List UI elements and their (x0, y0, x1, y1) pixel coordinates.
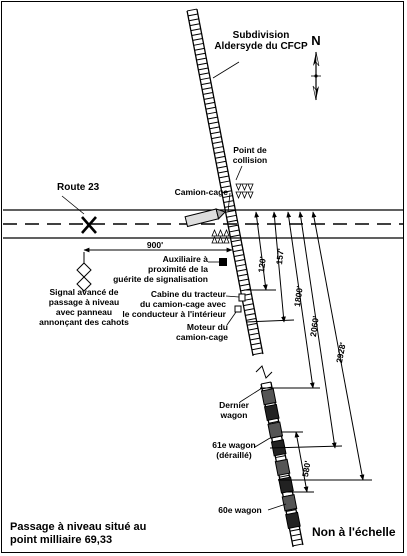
collision-point-label: Point de collision (232, 145, 268, 165)
car-61-leader (254, 437, 271, 448)
truck-engine-marker (234, 305, 242, 313)
car-60-leader (267, 503, 287, 511)
north-arrow (311, 51, 321, 101)
cage-truck-label: Camion-cage (174, 187, 228, 197)
train-car (263, 403, 280, 422)
crossing-signals-south (211, 228, 230, 244)
dimension-900-label: 900' (146, 240, 164, 250)
dimension-lines (244, 211, 372, 493)
crossing-location-label: Passage à niveau situé au point milliair… (10, 521, 147, 546)
dimension-157-label: 157' (274, 247, 286, 266)
signal-booth-auxiliary (219, 258, 227, 266)
truck-engine-label: Moteur du camion-cage (176, 322, 228, 342)
auxiliary-label: Auxiliaire à proximité de la guérite de … (113, 254, 208, 284)
scale-note: Non à l'échelle (312, 525, 396, 539)
train-car (274, 458, 291, 477)
train-car (267, 421, 284, 439)
advance-warning-sign-symbol (76, 252, 92, 292)
truck-leader-line (227, 192, 231, 213)
train-car (281, 494, 298, 512)
subdivision-leader-line (212, 61, 240, 79)
car-60-label: 60e wagon (218, 505, 262, 515)
train-car (260, 388, 277, 406)
tractor-cab-label: Cabine du tracteur du camion-cage avec l… (122, 289, 226, 319)
train-car (285, 511, 301, 529)
route-leader-line (61, 195, 85, 215)
tractor-cab-marker (238, 293, 246, 302)
car-61-label: 61e wagon (déraillé) (212, 440, 256, 460)
last-car-leader (239, 387, 263, 403)
route-label: Route 23 (57, 182, 100, 193)
north-label: N (311, 33, 321, 48)
train-car (278, 476, 294, 494)
road-x-marker (81, 216, 97, 234)
advance-warning-label: Signal avancé de passage à niveau avec p… (39, 287, 129, 327)
cage-truck (184, 208, 227, 228)
train-cars (260, 388, 301, 529)
collision-leader-line (235, 165, 243, 181)
subdivision-label: Subdivision Aldersyde du CFCP (214, 30, 308, 52)
crossing-signals-north (235, 183, 254, 200)
last-car-label: Dernier wagon (219, 400, 249, 420)
dimension-120-label: 120' (256, 255, 268, 274)
track-break-mark (255, 365, 273, 379)
